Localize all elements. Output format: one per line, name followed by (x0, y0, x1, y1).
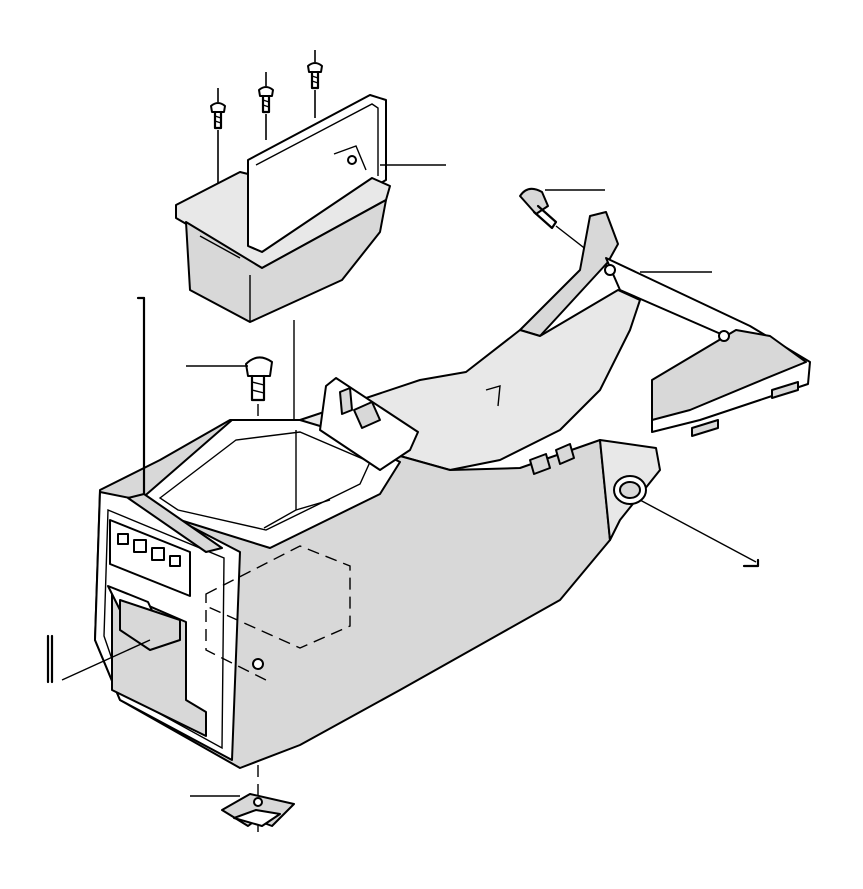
console-body (94, 289, 661, 769)
screw-rear (519, 187, 558, 230)
screw-a (210, 88, 226, 130)
clip-nut (221, 793, 295, 832)
screw-center (245, 356, 273, 402)
storage-box (175, 94, 391, 323)
trim-strip-right (639, 499, 760, 568)
trim-strip-left (127, 296, 223, 553)
screw-c (307, 50, 323, 90)
screw-b (258, 72, 274, 114)
cable-front (46, 634, 151, 684)
rear-panel (519, 211, 811, 437)
